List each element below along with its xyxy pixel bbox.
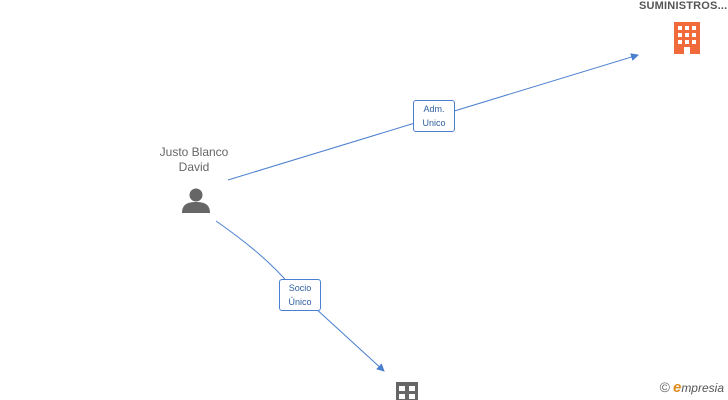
person-name-line1: Justo Blanco <box>159 145 229 159</box>
person-name-line2: David <box>178 160 210 174</box>
building-icon[interactable] <box>674 22 700 54</box>
company-name-top[interactable]: SUMINISTROS... <box>639 0 728 12</box>
edge-label-socio-unico: Socio Único <box>279 279 321 311</box>
edge-label-adm-unico: Adm. Unico <box>413 100 455 132</box>
copyright-symbol: © <box>659 379 670 395</box>
edge-label-line1: Adm. <box>423 104 445 114</box>
edge-label-line1: Socio <box>288 283 312 293</box>
brand-name: mpresia <box>681 381 724 395</box>
person-name[interactable]: Justo Blanco David <box>148 145 240 175</box>
edge-label-line2: Unico <box>422 118 446 128</box>
brand-logo[interactable]: ©empresia <box>660 379 724 396</box>
brand-initial: e <box>672 379 682 396</box>
person-icon[interactable] <box>182 188 210 214</box>
building-icon-bottom[interactable] <box>396 382 418 400</box>
edge-label-line2: Único <box>288 297 312 307</box>
